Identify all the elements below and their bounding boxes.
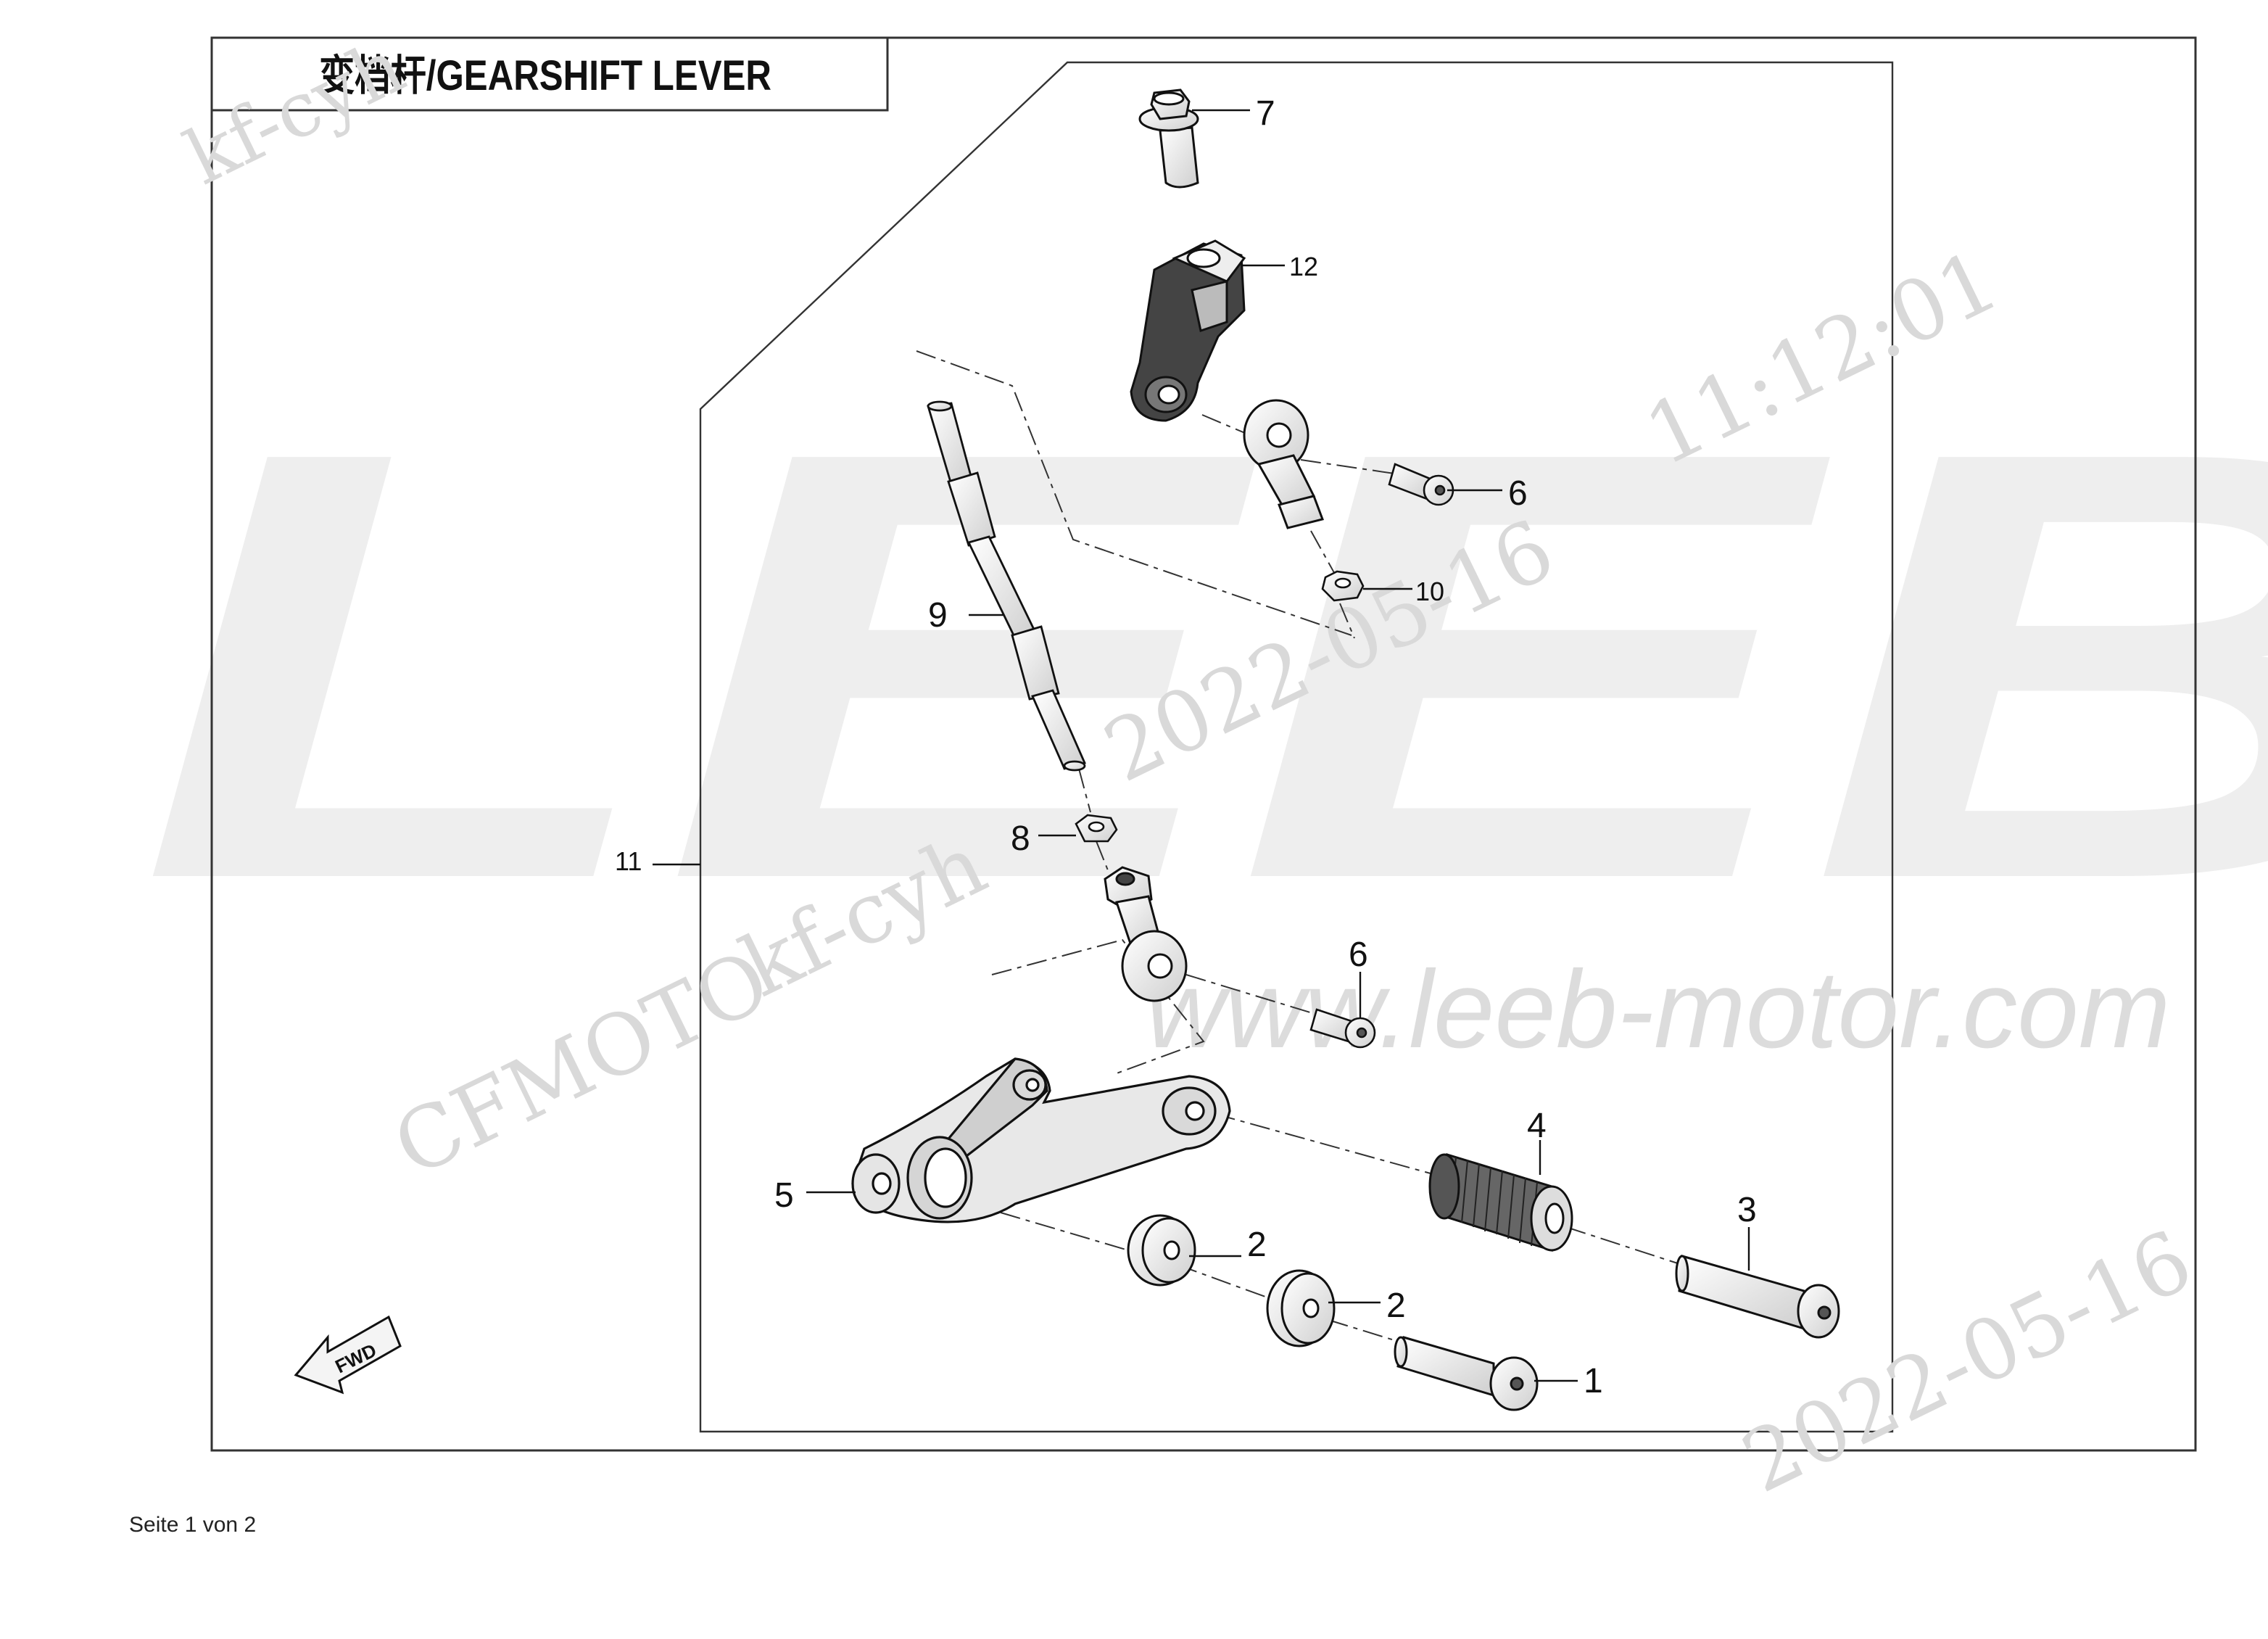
title-box <box>212 38 889 112</box>
callout-numbers: 7 12 6 10 9 8 11 6 4 5 3 2 2 1 <box>615 94 1757 1400</box>
part-8-nut <box>1075 814 1118 843</box>
callout-6-upper: 6 <box>1508 474 1528 513</box>
lower-rod-end <box>1104 866 1188 1002</box>
part-7-bolt <box>1138 88 1199 189</box>
leeb-watermark-logo: LEEB <box>138 326 2268 1006</box>
upper-rod-end <box>1243 399 1324 529</box>
svg-text:LEEB: LEEB <box>138 326 2268 1006</box>
callout-9: 9 <box>928 596 948 635</box>
leader-lines <box>653 109 1750 1382</box>
callout-1: 1 <box>1584 1362 1603 1400</box>
part-9-shift-rod <box>927 400 1086 772</box>
callout-3: 3 <box>1737 1191 1757 1229</box>
diagram-title: 变档杆/GEARSHIFT LEVER <box>319 52 771 99</box>
part-2-washer-a <box>1127 1214 1196 1287</box>
callout-4: 4 <box>1527 1107 1547 1145</box>
fwd-arrow-icon: FWD <box>294 1315 402 1395</box>
callout-6-lower: 6 <box>1349 936 1368 974</box>
callout-8: 8 <box>1011 820 1030 858</box>
part-5-shift-lever <box>851 1057 1231 1223</box>
part-3-long-bolt <box>1675 1255 1840 1339</box>
callout-12: 12 <box>1289 252 1318 281</box>
callout-2b: 2 <box>1386 1287 1406 1325</box>
part-1-bolt <box>1394 1336 1539 1411</box>
part-10-nut <box>1321 570 1365 602</box>
assembly-boundary <box>699 61 1894 1433</box>
callout-11: 11 <box>615 846 642 876</box>
callout-2a: 2 <box>1247 1226 1267 1264</box>
part-4-footpeg-rubber <box>1428 1153 1573 1252</box>
part-6-upper-bolt <box>1388 463 1454 506</box>
part-2-washer-b <box>1266 1269 1336 1347</box>
svg-text:2022-05-16: 2022-05-16 <box>1728 1212 2206 1513</box>
outer-frame <box>210 36 2197 1452</box>
page-footer: Seite 1 von 2 <box>129 1513 257 1537</box>
callout-5: 5 <box>774 1176 794 1215</box>
part-12-shift-arm <box>1130 239 1246 422</box>
callout-7: 7 <box>1256 94 1275 133</box>
svg-text:kf-cyh: kf-cyh <box>172 22 417 202</box>
callout-10: 10 <box>1415 577 1444 606</box>
